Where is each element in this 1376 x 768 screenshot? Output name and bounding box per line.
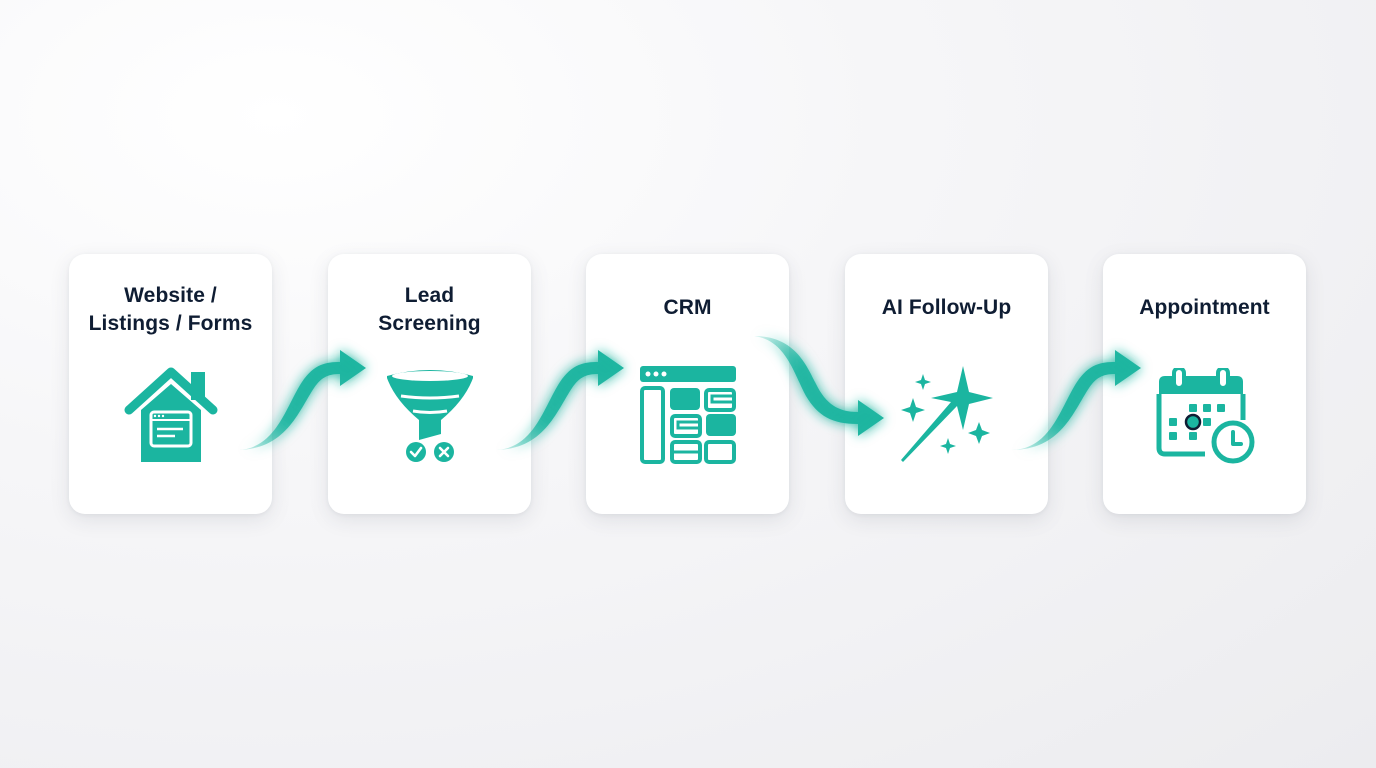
calendar-clock-icon <box>1155 366 1255 469</box>
funnel-filter-icon <box>385 366 475 469</box>
step-title: Appointment <box>1139 296 1270 319</box>
step-card-appointment: Appointment <box>1103 254 1306 514</box>
step-title: Website / Listings / Forms <box>88 284 253 335</box>
house-browser-icon <box>119 364 223 469</box>
step-card-crm: CRM <box>586 254 789 514</box>
step-card-ai-follow-up: AI Follow-Up <box>845 254 1048 514</box>
step-title: CRM <box>663 296 712 319</box>
step-card-lead-screening: Lead Screening <box>328 254 531 514</box>
step-title: Lead Screening <box>378 284 481 335</box>
step-title: AI Follow-Up <box>881 296 1012 319</box>
crm-dashboard-icon <box>639 366 736 469</box>
sparkles-icon <box>897 366 997 471</box>
step-card-website-listings-forms: Website / Listings / Forms <box>69 254 272 514</box>
